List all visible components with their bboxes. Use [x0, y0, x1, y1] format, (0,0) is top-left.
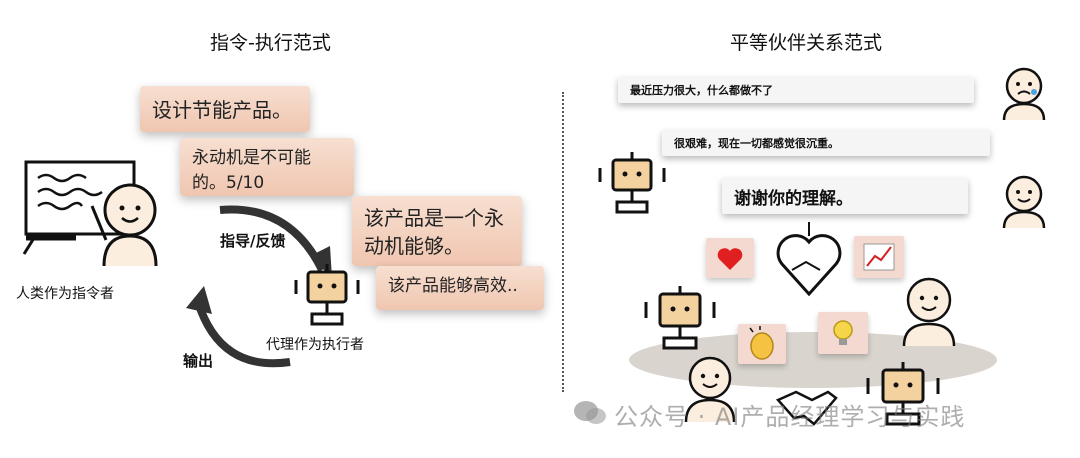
heart-icon: [717, 248, 743, 270]
human-partner-left-icon: [684, 356, 736, 423]
design-bubble: 设计节能产品。: [140, 86, 310, 132]
robot-executor-icon: [294, 264, 360, 326]
robot-listener-icon: [598, 152, 666, 214]
lightbulb-icon: [833, 320, 853, 345]
perpetual-motion-text: 永动机是不可能的。5/10: [192, 148, 311, 193]
efficient-bubble: 该产品能够高效..: [376, 266, 544, 310]
agent-role-label: 代理作为执行者: [266, 337, 364, 353]
bulb-emoji-bubble: [818, 312, 868, 354]
heart-emoji-bubble: [706, 238, 754, 278]
left-panel-title: 指令-执行范式: [210, 32, 331, 54]
chat-thanks-text: 谢谢你的理解。: [734, 188, 853, 209]
human-role-label: 人类作为指令者: [16, 286, 114, 302]
handshake-icon: [775, 390, 838, 426]
human-instructor-icon: [90, 183, 158, 267]
output-arrowhead: [186, 286, 212, 314]
clapping-hands-icon: [749, 326, 774, 360]
design-bubble-text: 设计节能产品。: [152, 98, 292, 122]
happy-human-icon: [1002, 175, 1046, 229]
chat-hard-text: 很艰难，现在一切都感觉很沉重。: [674, 137, 839, 150]
wechat-icon: [574, 401, 606, 424]
output-label: 输出: [183, 352, 214, 370]
watermark-text: 公众号 · AI产品经理学习与实践: [614, 403, 966, 431]
chart-emoji-bubble: [854, 236, 904, 278]
perpetual-claim-bubble: 该产品是一个永动机能够。: [352, 196, 522, 266]
robot-partner-right-icon: [866, 362, 940, 426]
chat-pressure: 最近压力很大，什么都做不了: [618, 77, 974, 103]
right-panel-title: 平等伙伴关系范式: [730, 32, 883, 54]
sad-human-icon: [1002, 67, 1046, 121]
human-partner-right-icon: [902, 277, 956, 347]
panel-divider: [562, 92, 564, 392]
perpetual-claim-text: 该产品是一个永动机能够。: [364, 206, 504, 258]
chat-pressure-text: 最近压力很大，什么都做不了: [630, 84, 773, 97]
robot-partner-left-icon: [644, 286, 716, 350]
chat-hard: 很艰难，现在一切都感觉很沉重。: [662, 130, 990, 156]
perpetual-motion-bubble: 永动机是不可能的。5/10: [180, 138, 354, 196]
chat-thanks: 谢谢你的理解。: [722, 178, 968, 214]
instruct-feedback-label: 指导/反馈: [220, 232, 286, 250]
output-arrow: [194, 300, 291, 368]
chart-up-icon: [863, 243, 895, 271]
handshake-heart-icon: [776, 222, 842, 297]
efficient-text: 该产品能够高效..: [388, 276, 518, 296]
clap-emoji-bubble: [738, 324, 786, 364]
